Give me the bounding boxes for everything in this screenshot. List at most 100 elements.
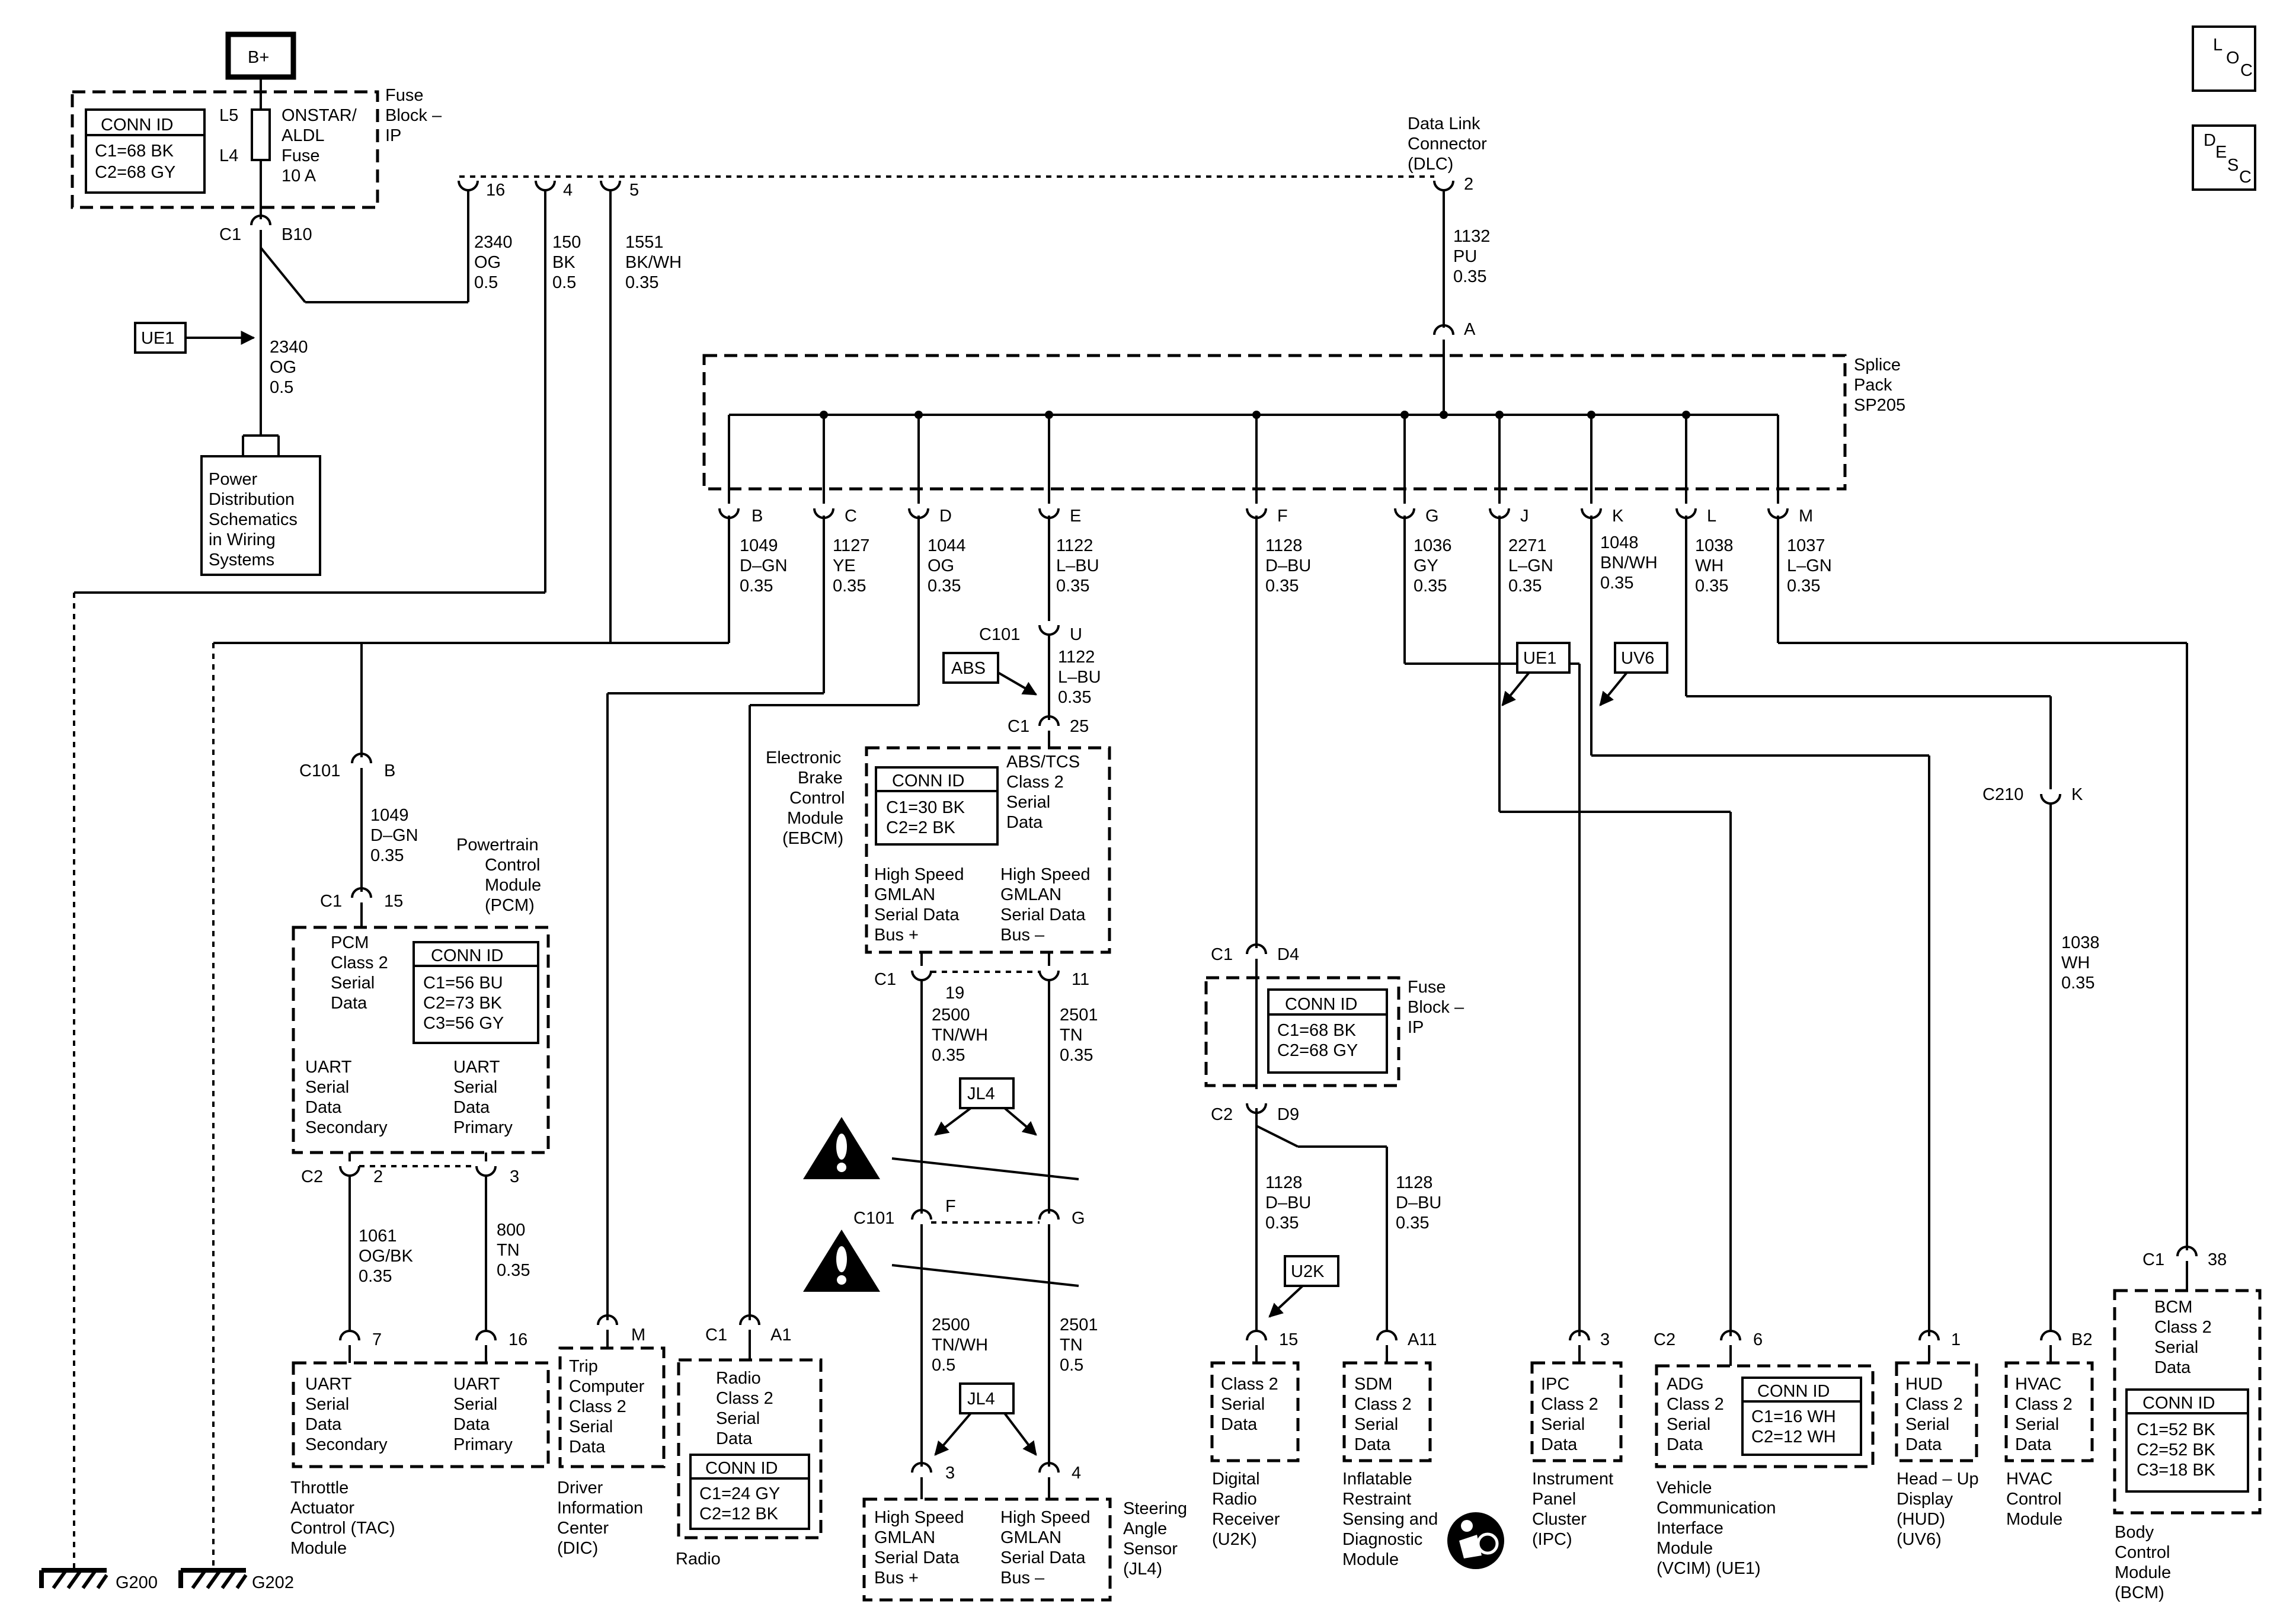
svg-text:D–GN: D–GN — [370, 826, 418, 845]
svg-text:0.35: 0.35 — [1695, 577, 1728, 596]
jl4-tag-lower[interactable]: JL4 — [959, 1382, 1015, 1414]
ue1-tag-vcim[interactable]: UE1 — [1516, 642, 1571, 674]
svg-text:U: U — [1070, 625, 1082, 644]
ue1-tag[interactable]: UE1 — [134, 322, 187, 354]
svg-text:4: 4 — [563, 181, 573, 200]
svg-text:CONN ID: CONN ID — [1757, 1382, 1830, 1401]
svg-text:High Speed: High Speed — [874, 1508, 964, 1527]
hud-module[interactable]: HUD Class 2 Serial Data — [1895, 1361, 1978, 1462]
svg-text:Sensor: Sensor — [1123, 1539, 1178, 1558]
digital-radio-receiver[interactable]: Class 2 Serial Data — [1210, 1361, 1300, 1462]
svg-text:Head – Up: Head – Up — [1897, 1470, 1979, 1489]
svg-text:Serial: Serial — [305, 1395, 349, 1414]
svg-text:F: F — [945, 1197, 956, 1216]
svg-text:Steering: Steering — [1123, 1499, 1187, 1518]
svg-text:C2=68 GY: C2=68 GY — [1277, 1041, 1358, 1060]
svg-text:2340: 2340 — [270, 338, 308, 357]
svg-text:CONN ID: CONN ID — [892, 772, 964, 790]
ebcm-module[interactable]: CONN ID C1=30 BK C2=2 BK ABS/TCS Class 2… — [865, 746, 1111, 954]
svg-text:1038: 1038 — [2061, 933, 2100, 952]
svg-text:5: 5 — [629, 181, 639, 200]
warning-icon — [803, 1230, 880, 1292]
fuse-block-ip-mid: CONN ID C1=68 BK C2=68 GY Fuse Block – I… — [1204, 976, 1464, 1087]
svg-text:1061: 1061 — [359, 1227, 397, 1246]
vcim-module[interactable]: ADG Class 2 Serial Data CONN ID C1=16 WH… — [1655, 1364, 1875, 1468]
svg-text:0.35: 0.35 — [1453, 267, 1486, 286]
radio-module[interactable]: Radio Class 2 Serial Data CONN ID C1=24 … — [677, 1358, 823, 1539]
svg-text:Block –: Block – — [1408, 998, 1464, 1017]
svg-text:0.35: 0.35 — [2061, 974, 2094, 993]
svg-text:A1: A1 — [770, 1326, 791, 1345]
jl4-tag-upper[interactable]: JL4 — [959, 1077, 1015, 1109]
svg-text:Data: Data — [453, 1098, 490, 1117]
svg-text:L5: L5 — [219, 106, 238, 125]
svg-text:C: C — [2240, 61, 2253, 80]
svg-text:Serial: Serial — [2154, 1338, 2198, 1357]
svg-text:Data: Data — [1667, 1435, 1703, 1454]
svg-text:JL4: JL4 — [967, 1390, 995, 1409]
svg-text:C1=16 WH: C1=16 WH — [1751, 1407, 1836, 1426]
sdm-module[interactable]: SDM Class 2 Serial Data — [1342, 1361, 1432, 1462]
svg-text:Cluster: Cluster — [1532, 1510, 1587, 1529]
svg-text:2500: 2500 — [932, 1006, 970, 1025]
svg-text:GMLAN: GMLAN — [1000, 885, 1061, 904]
abs-tag[interactable]: ABS — [942, 652, 999, 684]
svg-text:1551: 1551 — [625, 233, 664, 252]
svg-text:D: D — [2204, 131, 2216, 150]
u2k-tag[interactable]: U2K — [1284, 1255, 1339, 1287]
svg-text:Data: Data — [331, 994, 367, 1013]
svg-text:Module: Module — [2115, 1563, 2171, 1582]
svg-text:Panel: Panel — [1532, 1490, 1576, 1509]
svg-text:CONN ID: CONN ID — [705, 1459, 778, 1478]
svg-text:15: 15 — [384, 892, 403, 911]
svg-text:Serial: Serial — [453, 1395, 497, 1414]
hvac-module[interactable]: HVAC Class 2 Serial Data — [2004, 1361, 2094, 1462]
svg-text:1049: 1049 — [740, 536, 778, 555]
pcm-module[interactable]: PCM Class 2 Serial Data CONN ID C1=56 BU… — [292, 926, 550, 1154]
svg-text:M: M — [631, 1326, 645, 1345]
svg-text:Serial: Serial — [1905, 1415, 1949, 1434]
power-distribution-ref[interactable]: Power Distribution Schematics in Wiring … — [200, 455, 321, 576]
svg-text:Display: Display — [1897, 1490, 1953, 1509]
svg-text:High Speed: High Speed — [1000, 865, 1091, 884]
svg-text:C3=56 GY: C3=56 GY — [423, 1014, 504, 1033]
tac-module[interactable]: UART Serial Data Secondary UART Serial D… — [292, 1361, 550, 1468]
svg-text:0.35: 0.35 — [497, 1261, 530, 1280]
svg-text:O: O — [2226, 49, 2240, 68]
desc-tag[interactable]: D E S C — [2192, 124, 2256, 191]
svg-text:0.35: 0.35 — [1060, 1046, 1093, 1065]
uv6-tag[interactable]: UV6 — [1614, 642, 1668, 674]
svg-text:High Speed: High Speed — [874, 865, 964, 884]
svg-text:1: 1 — [1951, 1330, 1961, 1349]
bcm-module[interactable]: BCM Class 2 Serial Data CONN ID C1=52 BK… — [2113, 1289, 2262, 1515]
svg-text:TN/WH: TN/WH — [932, 1336, 988, 1355]
svg-text:Computer: Computer — [569, 1377, 645, 1396]
svg-text:WH: WH — [2061, 953, 2090, 972]
svg-text:C2: C2 — [1211, 1105, 1233, 1124]
svg-text:C101: C101 — [979, 625, 1020, 644]
svg-text:PU: PU — [1453, 247, 1477, 266]
loc-tag[interactable]: L O C — [2192, 25, 2256, 92]
svg-text:BK/WH: BK/WH — [625, 253, 682, 272]
svg-text:C1: C1 — [705, 1326, 727, 1345]
svg-text:E: E — [1070, 507, 1081, 526]
svg-text:3: 3 — [1600, 1330, 1610, 1349]
svg-text:C1=68 BK: C1=68 BK — [95, 142, 174, 161]
svg-text:GY: GY — [1414, 556, 1438, 575]
steering-angle-sensor[interactable]: High Speed GMLAN Serial Data Bus + High … — [862, 1497, 1112, 1602]
svg-text:Data: Data — [453, 1415, 490, 1434]
svg-text:G: G — [1072, 1209, 1085, 1228]
svg-text:0.35: 0.35 — [932, 1046, 965, 1065]
svg-text:(HUD): (HUD) — [1897, 1510, 1945, 1529]
svg-text:G: G — [1425, 507, 1439, 526]
svg-text:ADG: ADG — [1667, 1375, 1704, 1394]
svg-text:C2=68 GY: C2=68 GY — [95, 163, 175, 182]
svg-text:D–BU: D–BU — [1396, 1193, 1441, 1212]
svg-text:(JL4): (JL4) — [1123, 1560, 1162, 1579]
svg-text:B+: B+ — [248, 48, 269, 67]
dic-module[interactable]: Trip Computer Class 2 Serial Data — [558, 1346, 666, 1468]
svg-text:Class 2: Class 2 — [716, 1389, 773, 1408]
svg-text:C: C — [845, 507, 857, 526]
ipc-module[interactable]: IPC Class 2 Serial Data — [1530, 1361, 1623, 1462]
svg-text:Actuator: Actuator — [290, 1499, 354, 1518]
